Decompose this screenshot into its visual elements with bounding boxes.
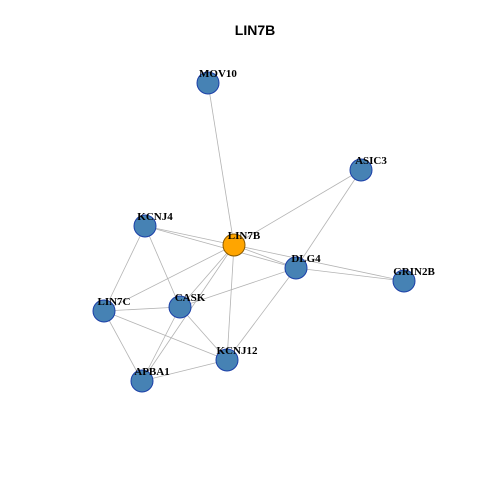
edge-kcnj4-cask [144,225,181,308]
edge-lin7c-apba1 [103,310,143,382]
edge-dlg4-grin2b [295,267,405,282]
edge-kcnj4-lin7b [144,225,235,246]
node-kcnj12[interactable] [215,348,239,372]
node-label-kcnj12: KCNJ12 [217,345,258,357]
node-label-cask: CASK [175,292,206,304]
node-lin7c[interactable] [92,299,116,323]
node-asic3[interactable] [349,158,373,182]
edge-cask-kcnj12 [179,306,228,361]
node-label-asic3: ASIC3 [355,155,387,167]
node-label-grin2b: GRIN2B [393,266,435,278]
edge-asic3-lin7b [233,169,362,246]
edge-kcnj4-dlg4 [144,225,297,269]
node-label-dlg4: DLG4 [291,253,321,265]
graph-title: LIN7B [235,22,275,38]
edge-asic3-dlg4 [295,169,362,269]
edge-lin7c-cask [103,306,181,312]
edge-lin7b-grin2b [233,244,405,282]
node-cask[interactable] [168,295,192,319]
edge-lin7b-lin7c [103,244,235,312]
edge-dlg4-kcnj12 [226,267,297,361]
edge-lin7b-kcnj12 [226,244,235,361]
node-lin7b[interactable] [222,233,246,257]
node-kcnj4[interactable] [133,214,157,238]
node-label-lin7b: LIN7B [228,230,261,242]
edge-cask-apba1 [141,306,181,382]
edge-kcnj4-lin7c [103,225,146,312]
node-grin2b[interactable] [392,269,416,293]
edge-lin7b-cask [179,244,235,308]
node-mov10[interactable] [196,71,220,95]
edge-mov10-lin7b [207,82,235,246]
node-label-lin7c: LIN7C [97,296,130,308]
edge-dlg4-cask [179,267,297,308]
node-dlg4[interactable] [284,256,308,280]
node-layer [92,71,416,393]
node-label-mov10: MOV10 [199,68,237,80]
node-apba1[interactable] [130,369,154,393]
node-label-kcnj4: KCNJ4 [137,211,173,223]
edge-apba1-kcnj12 [141,359,228,382]
node-label-apba1: APBA1 [134,366,169,378]
